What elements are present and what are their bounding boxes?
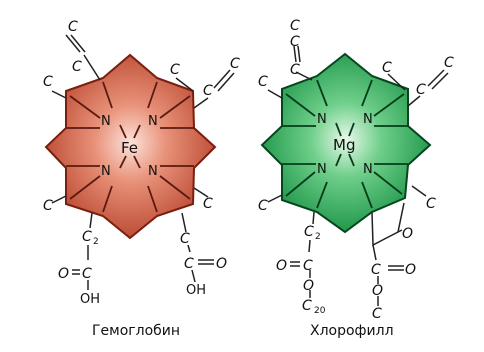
chlorophyll-caption: Хлорофилл bbox=[310, 323, 394, 339]
chl-ester-c: C bbox=[303, 258, 313, 274]
hemoglobin-molecule: C C C C C C C C N N N N Fe C 2 O C OH C … bbox=[43, 19, 240, 339]
chl-n-bl: N bbox=[317, 162, 327, 177]
chl-methyl-c-tl: C bbox=[258, 74, 268, 90]
chl-vinyl-c-top: C bbox=[290, 18, 300, 34]
heme-n-bl: N bbox=[101, 164, 111, 179]
chl-me-ester-c: C bbox=[371, 262, 381, 278]
chl-magnesium-atom: Mg bbox=[333, 136, 355, 154]
chlorophyll-fifth-ring bbox=[371, 202, 405, 247]
heme-carboxyl-c-right: C bbox=[184, 256, 194, 272]
heme-n-tl: N bbox=[101, 114, 111, 129]
heme-carbonyl-o-right: O bbox=[216, 256, 227, 272]
heme-methyl-c-tr: C bbox=[170, 62, 180, 78]
chl-vinyl-c-r2: C bbox=[444, 55, 454, 71]
chl-methyl-c-tr: C bbox=[382, 60, 392, 76]
chl-me-ester-c-methyl: C bbox=[372, 306, 382, 322]
heme-carbonyl-o-left: O bbox=[58, 266, 69, 282]
heme-ch2-c-left: C bbox=[82, 229, 92, 245]
heme-iron-atom: Fe bbox=[121, 139, 138, 157]
chl-n-tr: N bbox=[363, 112, 373, 127]
chl-vinyl-c-r: C bbox=[416, 82, 426, 98]
heme-methyl-c-br: C bbox=[203, 196, 213, 212]
chl-ester-o-dbl: O bbox=[276, 258, 287, 274]
chl-phytyl-sub: 20 bbox=[314, 306, 326, 316]
chl-me-ester-o-dbl: O bbox=[405, 262, 416, 278]
chl-methyl-c-bl: C bbox=[258, 198, 268, 214]
heme-vinyl-c-top: C bbox=[68, 19, 78, 35]
chl-n-tl: N bbox=[317, 112, 327, 127]
chl-methyl-c-br: C bbox=[426, 196, 436, 212]
heme-n-tr: N bbox=[148, 114, 158, 129]
chl-ketone-o: O bbox=[402, 226, 413, 242]
heme-vinyl-c-r: C bbox=[203, 83, 213, 99]
chl-ester-o: O bbox=[303, 278, 314, 294]
heme-methyl-c-tl: C bbox=[43, 74, 53, 90]
heme-porphyrin-ring bbox=[44, 53, 217, 240]
chl-phytyl-c: C bbox=[302, 298, 312, 314]
chl-ch2-sub: 2 bbox=[315, 232, 321, 242]
heme-methyl-c-bl: C bbox=[43, 198, 53, 214]
chl-ethyl-c: C bbox=[290, 62, 300, 78]
chl-me-ester-o: O bbox=[372, 283, 383, 299]
heme-vinyl-c: C bbox=[72, 59, 82, 75]
heme-carboxyl-c-left: C bbox=[82, 266, 92, 282]
heme-n-br: N bbox=[148, 164, 158, 179]
chl-n-br: N bbox=[363, 162, 373, 177]
heme-ch2-c-right: C bbox=[180, 231, 190, 247]
heme-oh-left: OH bbox=[80, 292, 100, 307]
chl-ch2-c: C bbox=[304, 224, 314, 240]
chl-vinyl-c-top2: C bbox=[290, 34, 300, 50]
heme-ch2-sub-left: 2 bbox=[93, 237, 99, 247]
heme-oh-right: OH bbox=[186, 283, 206, 298]
heme-vinyl-c-r2: C bbox=[230, 56, 240, 72]
hemoglobin-caption: Гемоглобин bbox=[92, 323, 180, 339]
chlorophyll-molecule: C C C C C C C C C N N N N Mg C 2 O C O C… bbox=[258, 18, 454, 339]
